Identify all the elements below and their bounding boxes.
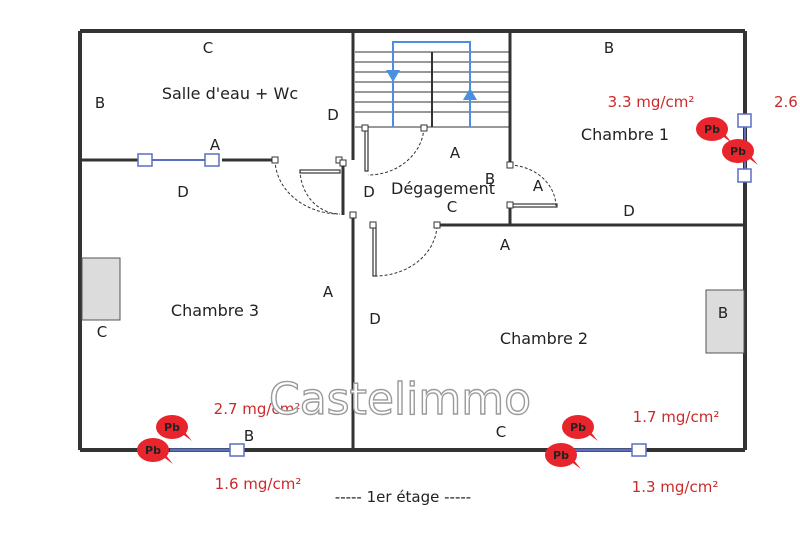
lead-measurement: 2.6 xyxy=(774,93,798,111)
stair-arrows xyxy=(392,41,471,127)
svg-text:Pb: Pb xyxy=(704,123,720,136)
staircase xyxy=(355,51,510,127)
wall-letter: C xyxy=(203,39,213,57)
wall-letter: A xyxy=(533,177,544,195)
wall-letter: A xyxy=(450,144,461,162)
svg-text:Pb: Pb xyxy=(164,421,180,434)
svg-text:Pb: Pb xyxy=(730,145,746,158)
stair-arrow-up-icon xyxy=(463,88,477,100)
wall-letter: B xyxy=(604,39,614,57)
wall-letter: D xyxy=(177,183,189,201)
lead-measurement: 3.3 mg/cm² xyxy=(608,93,695,111)
pb-marker-icon: Pb xyxy=(696,117,732,143)
pb-marker-icon: Pb xyxy=(137,438,173,464)
wall-letter: B xyxy=(244,427,254,445)
svg-text:Pb: Pb xyxy=(145,444,161,457)
door-hinges xyxy=(271,124,514,229)
lead-measurement: 1.3 mg/cm² xyxy=(632,478,719,496)
lead-measurement: 1.6 mg/cm² xyxy=(215,475,302,493)
wall-letter: D xyxy=(363,183,375,201)
room-salle-deau: Salle d'eau + Wc xyxy=(162,84,298,103)
windows xyxy=(137,113,752,457)
wall-letters: C B D A D C A B A D B C B A D A D C xyxy=(95,39,635,445)
wall-letter: D xyxy=(623,202,635,220)
cabinet-chambre-3 xyxy=(81,257,121,321)
room-chambre-2: Chambre 2 xyxy=(500,329,588,348)
wall-letter: C xyxy=(97,323,107,341)
lead-measurement: 1.7 mg/cm² xyxy=(633,408,720,426)
cabinet-letter: B xyxy=(718,304,728,322)
pb-marker-icon: Pb xyxy=(545,443,581,469)
lead-measurement: 2.7 mg/cm² xyxy=(214,400,301,418)
wall-letter: D xyxy=(369,310,381,328)
stair-arrow-down-icon xyxy=(386,70,400,82)
floor-label: ----- 1er étage ----- xyxy=(335,488,471,506)
svg-text:Pb: Pb xyxy=(553,449,569,462)
wall-letter: C xyxy=(447,198,457,216)
room-chambre-1: Chambre 1 xyxy=(581,125,669,144)
pb-marker-icon: Pb xyxy=(156,415,192,441)
wall-letter: B xyxy=(485,170,495,188)
wall-letter: A xyxy=(500,236,511,254)
pb-marker-icon: Pb xyxy=(722,139,758,165)
wall-letter: A xyxy=(210,136,221,154)
wall-letter: D xyxy=(327,106,339,124)
svg-text:Pb: Pb xyxy=(570,421,586,434)
room-degagement: Dégagement xyxy=(391,179,495,198)
wall-letter: C xyxy=(496,423,506,441)
pb-marker-icon: Pb xyxy=(562,415,598,441)
cabinet-chambre-2 xyxy=(705,289,745,354)
room-chambre-3: Chambre 3 xyxy=(171,301,259,320)
watermark-logo: Castelimmo xyxy=(269,374,531,425)
wall-letter: A xyxy=(323,283,334,301)
doors xyxy=(274,127,558,277)
wall-letter: B xyxy=(95,94,105,112)
